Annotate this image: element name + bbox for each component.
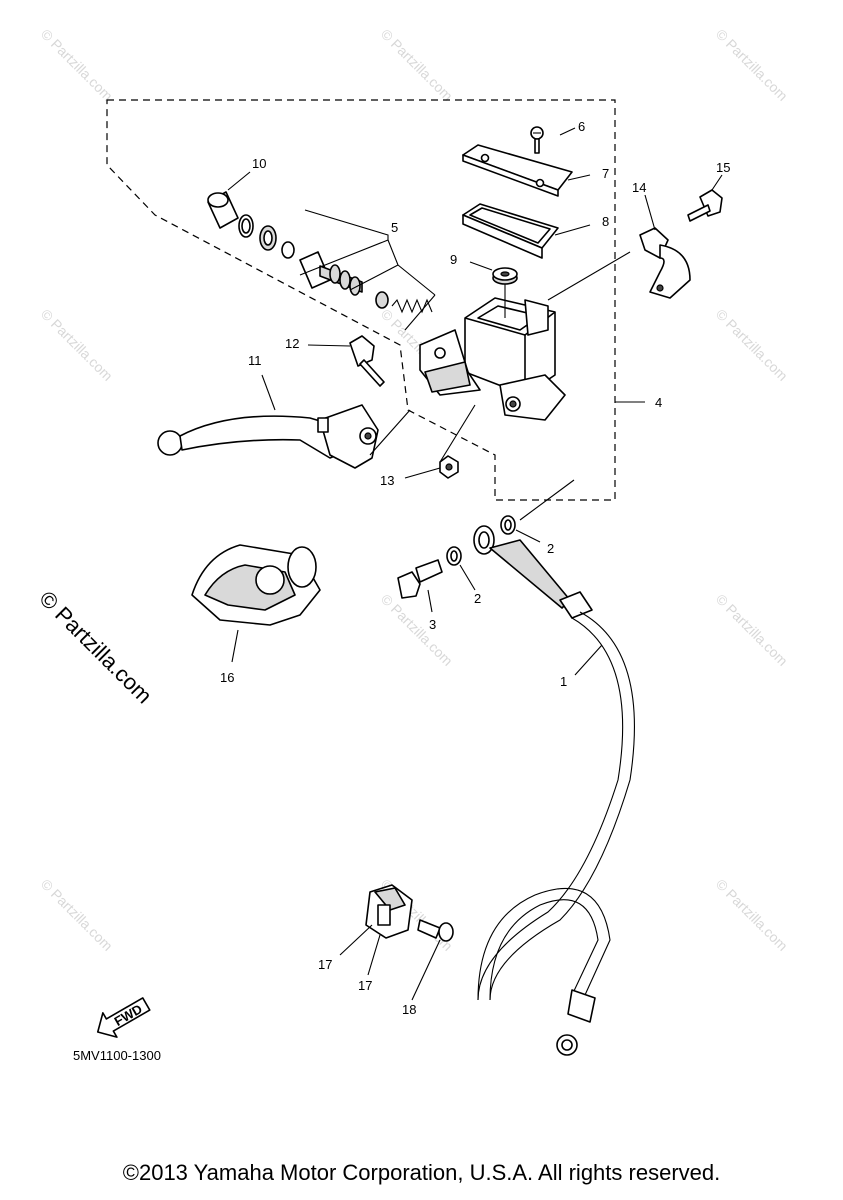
part-9-grommet[interactable] bbox=[492, 267, 518, 285]
watermark-layer: © Partzilla.com © Partzilla.com © Partzi… bbox=[38, 26, 791, 954]
callout-2: 2 bbox=[547, 541, 554, 556]
part-10-boot[interactable] bbox=[207, 191, 277, 251]
diagram-code: 5MV1100-1300 bbox=[73, 1048, 161, 1063]
callout-2: 2 bbox=[474, 591, 481, 606]
watermark-text: © Partzilla.com bbox=[713, 591, 791, 669]
callout-13: 13 bbox=[380, 473, 394, 488]
watermark-text: © Partzilla.com bbox=[38, 306, 116, 384]
part-1-brake-hose[interactable] bbox=[473, 525, 635, 1056]
callout-17: 17 bbox=[318, 957, 332, 972]
callout-4: 4 bbox=[655, 395, 662, 410]
watermark-text: © Partzilla.com bbox=[38, 26, 116, 104]
callout-12: 12 bbox=[285, 336, 299, 351]
callout-6: 6 bbox=[578, 119, 585, 134]
part-18-bolt[interactable] bbox=[417, 919, 454, 942]
callout-5: 5 bbox=[391, 220, 398, 235]
watermark-text: © Partzilla.com bbox=[378, 26, 456, 104]
callout-18: 18 bbox=[402, 1002, 416, 1017]
part-7-reservoir-cap[interactable] bbox=[462, 144, 573, 197]
watermark-text: © Partzilla.com bbox=[38, 876, 116, 954]
part-8-diaphragm[interactable] bbox=[462, 203, 559, 259]
watermark-text: © Partzilla.com bbox=[713, 876, 791, 954]
callout-16: 16 bbox=[220, 670, 234, 685]
callout-11: 11 bbox=[248, 353, 262, 368]
assembly-outline bbox=[106, 99, 616, 501]
callout-17: 17 bbox=[358, 978, 372, 993]
callout-15: 15 bbox=[716, 160, 730, 175]
callout-14: 14 bbox=[632, 180, 646, 195]
part-13-nut[interactable] bbox=[439, 455, 459, 479]
leader-lines bbox=[227, 127, 723, 1001]
watermark-text: © Partzilla.com bbox=[713, 306, 791, 384]
part-12-pivot-bolt[interactable] bbox=[349, 335, 385, 387]
callout-1: 1 bbox=[560, 674, 567, 689]
part-17-clamp[interactable] bbox=[365, 884, 413, 939]
part-16-guard[interactable] bbox=[191, 544, 321, 626]
callout-7: 7 bbox=[602, 166, 609, 181]
callout-10: 10 bbox=[252, 156, 266, 171]
part-6-screw[interactable] bbox=[530, 126, 544, 154]
copyright-notice: ©2013 Yamaha Motor Corporation, U.S.A. A… bbox=[122, 1160, 721, 1185]
part-3-union-bolt[interactable] bbox=[397, 559, 443, 599]
part-14-holder[interactable] bbox=[639, 227, 691, 299]
callout-9: 9 bbox=[450, 252, 457, 267]
part-11-lever[interactable] bbox=[157, 404, 379, 469]
callout-3: 3 bbox=[429, 617, 436, 632]
master-cylinder-body[interactable] bbox=[419, 297, 566, 421]
callout-8: 8 bbox=[602, 214, 609, 229]
side-watermark: © Partzilla.com bbox=[34, 586, 157, 709]
part-15-bolt[interactable] bbox=[687, 189, 723, 222]
fwd-arrow-icon: FWD bbox=[96, 997, 151, 1038]
watermark-text: © Partzilla.com bbox=[713, 26, 791, 104]
watermark-text: © Partzilla.com bbox=[378, 591, 456, 669]
part-2-copper-washer[interactable] bbox=[446, 515, 516, 566]
part-5-piston-kit[interactable] bbox=[281, 241, 433, 314]
